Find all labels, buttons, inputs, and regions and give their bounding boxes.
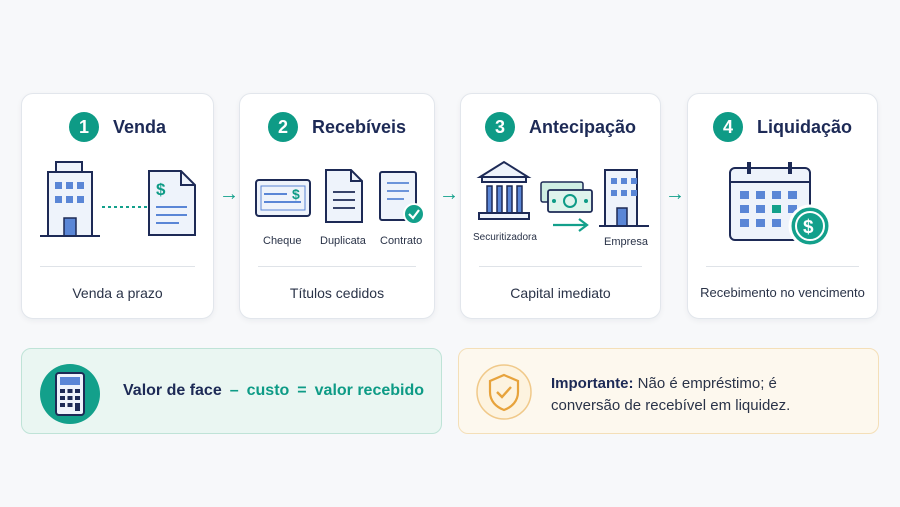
calculator-icon	[40, 364, 100, 424]
step-title: Antecipação	[528, 116, 637, 137]
formula-minus: –	[229, 382, 239, 399]
formula-box: Valor de face–custo = valor recebido	[21, 348, 442, 434]
important-note-box: Importante: Não é empréstimo; é conversã…	[458, 348, 879, 434]
step-caption: Venda a prazo	[72, 285, 163, 301]
step-header: 3 Antecipação	[461, 112, 660, 142]
step-number-badge: 1	[68, 112, 99, 142]
formula-equals: =	[297, 382, 307, 399]
cheque-icon: $	[255, 179, 311, 217]
step-card-venda: 1 Venda $ Venda a prazo	[21, 93, 214, 319]
note-text: Importante: Não é empréstimo; é conversã…	[551, 373, 790, 417]
shield-check-icon	[476, 364, 532, 420]
note-line-2: conversão de recebível em liquidez.	[551, 397, 791, 414]
contract-check-icon	[379, 171, 425, 225]
svg-text:$: $	[803, 217, 814, 238]
card-divider	[706, 266, 859, 267]
formula-text: Valor de face–custo = valor recebido	[123, 382, 424, 400]
step-header: 2 Recebíveis	[240, 112, 434, 142]
step-caption: Recebimento no vencimento	[700, 285, 865, 300]
office-building-icon	[40, 161, 100, 237]
invoice-dollar-icon: $	[148, 170, 196, 236]
step-number-badge: 4	[712, 112, 743, 142]
card-divider	[479, 266, 642, 267]
step-card-liquidacao: 4 Liquidação $ Recebimento no vencimento	[687, 93, 878, 319]
step-title: Recebíveis	[311, 116, 407, 137]
step-caption: Capital imediato	[510, 285, 611, 301]
money-bills-icon	[540, 181, 593, 213]
formula-face-value: Valor de face	[123, 382, 222, 399]
item-label-empresa: Empresa	[604, 236, 649, 248]
item-label-duplicata: Duplicata	[320, 235, 366, 247]
company-building-icon	[599, 169, 649, 227]
svg-text:$: $	[156, 180, 166, 199]
calendar-dollar-icon: $	[729, 162, 832, 248]
step-header: 4 Liquidação	[688, 112, 877, 142]
item-label-contrato: Contrato	[380, 235, 423, 247]
step-title: Venda	[112, 116, 167, 137]
note-line-1: Não é empréstimo; é	[633, 375, 777, 392]
item-label-securitizadora: Securitizadora	[473, 232, 537, 243]
dotted-connector	[102, 206, 148, 208]
flow-arrow: →	[439, 183, 459, 205]
flow-arrow: →	[219, 183, 239, 205]
document-icon	[325, 169, 363, 223]
transfer-arrow-icon	[553, 218, 589, 232]
step-number-badge: 3	[484, 112, 515, 142]
step-title: Liquidação	[756, 116, 852, 137]
flow-arrow: →	[665, 183, 685, 205]
card-divider	[258, 266, 416, 267]
step-caption: Títulos cedidos	[289, 285, 385, 301]
formula-received: valor recebido	[314, 382, 425, 399]
step-card-antecipacao: 3 Antecipação Securitizadora Empresa Cap…	[460, 93, 661, 319]
formula-cost: custo	[246, 382, 290, 399]
step-number-badge: 2	[267, 112, 298, 142]
item-label-cheque: Cheque	[263, 235, 302, 247]
svg-text:$: $	[292, 186, 300, 202]
step-card-recebiveis: 2 Recebíveis $ Cheque Duplicata Contrato…	[239, 93, 435, 319]
note-label: Importante:	[551, 375, 634, 392]
step-header: 1 Venda	[22, 112, 213, 142]
card-divider	[40, 266, 195, 267]
bank-building-icon	[476, 160, 532, 220]
